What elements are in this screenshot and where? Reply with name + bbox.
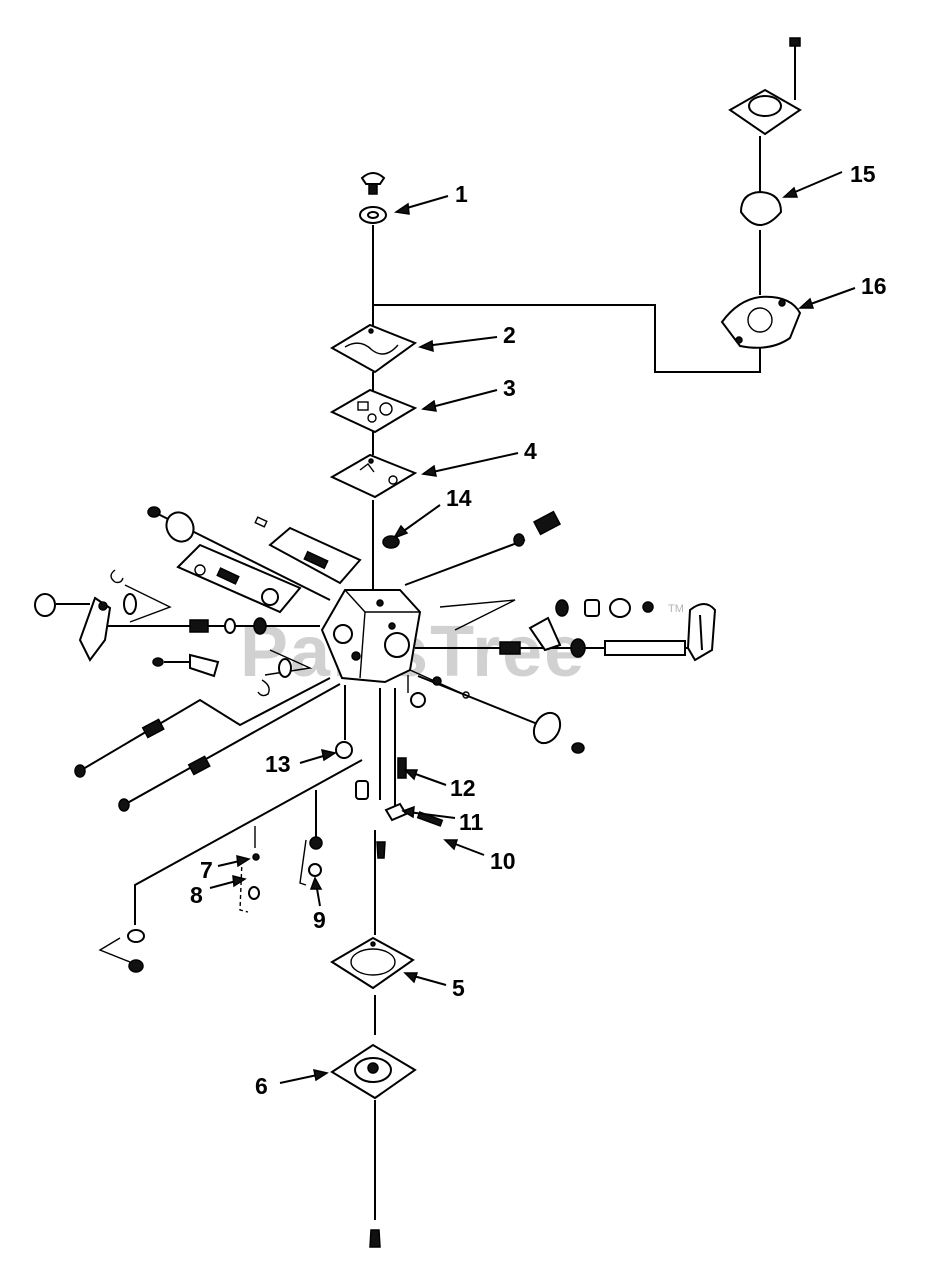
part-plug-14	[382, 535, 400, 549]
callout-16[interactable]: 16	[861, 273, 887, 299]
arrow-4	[427, 452, 519, 474]
part-carburetor-body	[320, 589, 422, 684]
part-pin-10	[416, 811, 444, 827]
arrowhead-15	[782, 186, 799, 198]
watermark-trademark: TM	[668, 603, 684, 615]
callout-13[interactable]: 13	[265, 751, 291, 777]
callout-2[interactable]: 2	[503, 322, 516, 348]
leader-line	[77, 677, 331, 773]
leader-line	[439, 599, 516, 631]
part-screw-bottom	[369, 1229, 381, 1248]
leader-line	[404, 539, 526, 586]
arrowhead-10	[443, 839, 459, 851]
part-screw-lower-right	[432, 676, 470, 699]
arrow-3	[427, 389, 498, 409]
callout-6[interactable]: 6	[255, 1073, 268, 1099]
part-gasket-3	[329, 388, 418, 434]
arrowhead-13	[321, 749, 337, 762]
arrowhead-12	[403, 769, 419, 781]
part-pump-cover	[728, 37, 802, 136]
part-throttle-lever	[78, 596, 112, 662]
part-washer-1	[359, 206, 387, 224]
leader-line-dashed	[239, 859, 249, 913]
arrowhead-9	[309, 876, 323, 890]
callout-8[interactable]: 8	[190, 882, 203, 908]
arrowhead-16	[798, 297, 815, 309]
arrow-16	[804, 287, 856, 307]
callout-7[interactable]: 7	[200, 857, 213, 883]
part-cap-right	[407, 675, 426, 708]
part-spring-left	[189, 617, 267, 635]
part-screw-upper-left	[147, 506, 161, 518]
part-screw-1	[360, 172, 386, 195]
part-diaphragm-cover-2	[330, 323, 418, 374]
arrow-2	[424, 336, 498, 347]
part-seal-9	[308, 836, 323, 877]
part-screw-mid-left	[152, 657, 190, 667]
part-washer-left	[123, 593, 137, 615]
leader-line	[299, 839, 307, 886]
callout-12[interactable]: 12	[450, 775, 476, 801]
part-pump-body-16	[720, 295, 802, 349]
arrowhead-14	[392, 524, 409, 540]
arrowhead-5	[403, 972, 419, 984]
arrowhead-6	[313, 1069, 329, 1082]
arrowhead-3	[421, 399, 437, 412]
arrow-15	[787, 171, 843, 196]
part-spring-upper-right	[513, 510, 562, 547]
part-shaft-right	[499, 616, 686, 658]
part-plate-4	[329, 453, 418, 499]
part-right-small-parts	[555, 598, 654, 618]
part-screw-7	[252, 853, 260, 861]
part-gasket-left	[176, 543, 302, 614]
part-gasket-5	[330, 936, 415, 990]
arrowhead-1	[393, 202, 410, 215]
part-needle-valve	[355, 780, 369, 800]
part-lever-right	[686, 603, 717, 662]
part-spring-12	[397, 757, 407, 779]
part-bracket-mid-left	[189, 653, 292, 697]
callout-15[interactable]: 15	[850, 161, 876, 187]
part-gasket-upper	[254, 516, 362, 585]
callout-14[interactable]: 14	[446, 485, 472, 511]
arrowhead-8	[232, 875, 247, 888]
callout-11[interactable]: 11	[459, 809, 484, 835]
part-adjust-screw-lower	[118, 755, 211, 812]
arrow-11	[407, 811, 456, 819]
arrowhead-11	[401, 805, 415, 819]
part-adjust-screw-upper	[74, 718, 165, 778]
callout-4[interactable]: 4	[524, 438, 537, 464]
part-disk-lower-right	[532, 711, 585, 754]
part-disk-upper-left	[165, 511, 195, 543]
part-knob-left	[34, 593, 90, 617]
part-pump-cover-6	[330, 1043, 417, 1100]
part-screw-center	[376, 841, 386, 859]
part-clip-left	[110, 569, 124, 584]
leader-line	[134, 759, 363, 925]
leader-line	[121, 683, 341, 807]
leader-line	[98, 937, 131, 963]
part-primer-bulb-15	[739, 190, 783, 227]
leader-line	[124, 584, 172, 623]
part-plug-8	[248, 886, 260, 900]
arrowhead-4	[421, 464, 437, 477]
branch-line-pump	[373, 304, 761, 373]
callout-10[interactable]: 10	[490, 848, 516, 874]
arrowhead-2	[417, 339, 434, 353]
callout-3[interactable]: 3	[503, 375, 516, 401]
callout-9[interactable]: 9	[313, 907, 326, 933]
arrowhead-7	[236, 855, 251, 868]
callout-1[interactable]: 1	[455, 181, 468, 207]
part-washer-left-lower	[127, 929, 145, 973]
part-cup-13	[335, 741, 353, 759]
part-lever-11	[384, 802, 408, 822]
callout-5[interactable]: 5	[452, 975, 465, 1001]
